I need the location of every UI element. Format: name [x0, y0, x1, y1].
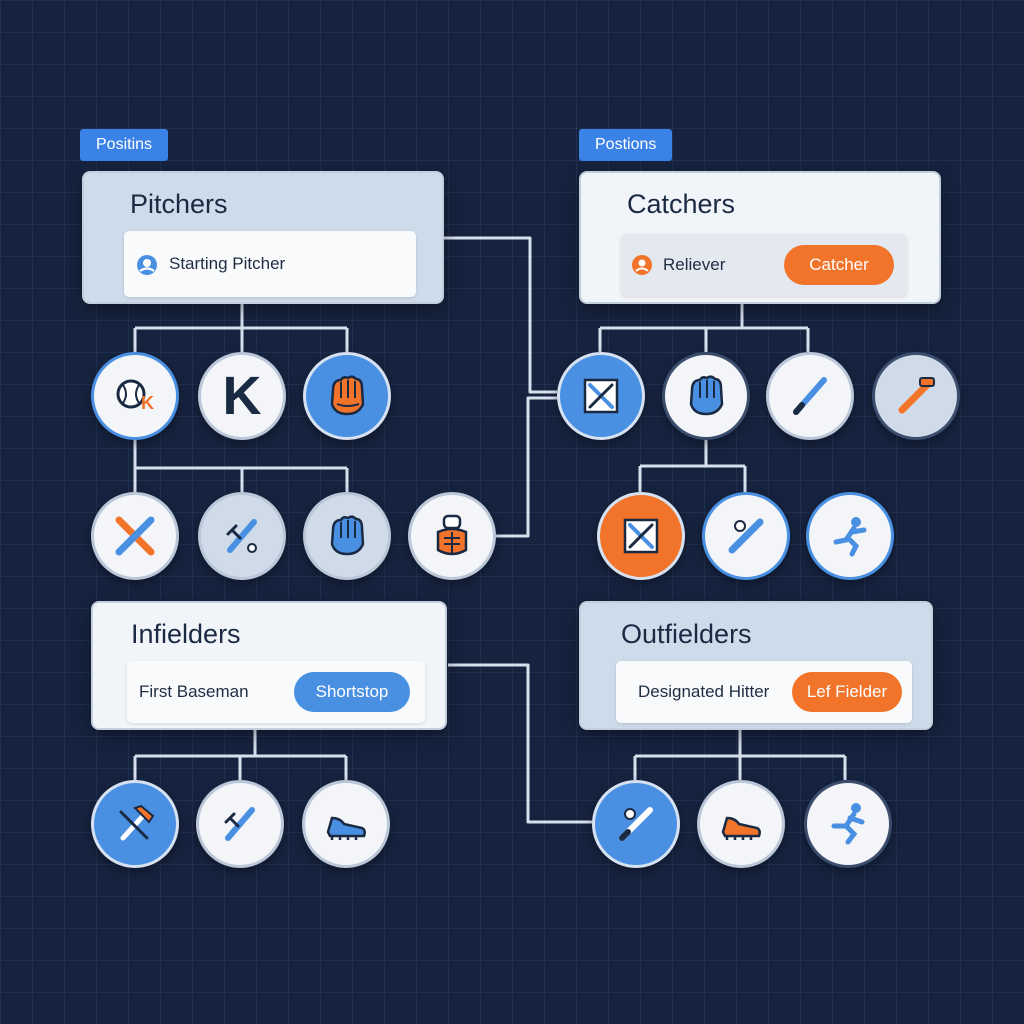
positions-tag-left[interactable]: Positins — [80, 129, 169, 161]
connector-infield-outfield-link — [448, 663, 592, 824]
catcher-gear-node[interactable] — [408, 492, 496, 580]
ball-k-letter: K — [141, 393, 154, 413]
bat-tools-icon — [226, 519, 257, 553]
outfielders-title: Outfielders — [621, 619, 752, 649]
designated-hitter-row[interactable]: Designated Hitter Lef Fielder — [616, 661, 912, 723]
glove-icon — [330, 375, 365, 416]
infield-bat-tools-node[interactable] — [196, 780, 284, 868]
catcher-bat-ball-node[interactable] — [702, 492, 790, 580]
bat-tools-icon — [224, 807, 255, 841]
catcher-button[interactable]: Catcher — [784, 245, 894, 285]
glove-icon — [330, 515, 365, 556]
shortstop-button[interactable]: Shortstop — [294, 672, 410, 712]
connector-cross-link — [444, 236, 557, 394]
crossed-bats-icon — [115, 516, 155, 556]
first-baseman-label: First Baseman — [139, 682, 249, 701]
catcher-player-node[interactable] — [806, 492, 894, 580]
infield-hammer-node[interactable] — [91, 780, 179, 868]
catcher-bat-node[interactable] — [766, 352, 854, 440]
catchers-title: Catchers — [627, 189, 736, 219]
glove-node-pitchers[interactable] — [303, 352, 391, 440]
runner-icon — [831, 803, 865, 845]
catchers-card: Catchers Reliever Catcher — [579, 171, 941, 304]
infielders-title: Infielders — [131, 619, 241, 649]
pitchers-card: Pitchers Starting Pitcher — [82, 171, 444, 304]
reliever-label: Reliever — [663, 255, 726, 274]
glove-icon — [689, 375, 724, 416]
left-fielder-button[interactable]: Lef Fielder — [792, 672, 902, 712]
outfielders-card: Outfielders Designated Hitter Lef Fielde… — [579, 601, 933, 730]
first-baseman-row[interactable]: First Baseman Shortstop — [127, 661, 425, 723]
hammer-tools-icon — [119, 804, 155, 841]
outfield-runner-node[interactable] — [804, 780, 892, 868]
connector-gear-link — [496, 396, 557, 538]
cleat-icon — [721, 816, 761, 840]
catcher-glove-node[interactable] — [662, 352, 750, 440]
bat-icon — [793, 377, 827, 415]
pitchers-title: Pitchers — [130, 189, 228, 219]
crossed-bats-icon — [583, 378, 619, 414]
catcher-crossed-bats-node[interactable] — [557, 352, 645, 440]
bat-ball-icon — [728, 518, 764, 554]
starting-pitcher-row[interactable]: Starting Pitcher — [124, 231, 416, 297]
infield-cleat-node[interactable] — [302, 780, 390, 868]
pitcher-badge-icon — [137, 255, 157, 275]
infielders-card: Infielders First Baseman Shortstop — [91, 601, 447, 730]
positions-tag-right[interactable]: Postions — [579, 129, 673, 161]
crossed-bats-node[interactable] — [91, 492, 179, 580]
bat-ball-icon — [619, 807, 653, 841]
player-icon — [833, 517, 867, 557]
catcher-bat-orange-node[interactable] — [872, 352, 960, 440]
strikeout-k-icon: K — [222, 366, 262, 426]
catcher-crossed-bats-orange-node[interactable] — [597, 492, 685, 580]
cleat-icon — [326, 816, 366, 840]
outfield-cleat-node[interactable] — [697, 780, 785, 868]
outfield-bat-ball-node[interactable] — [592, 780, 680, 868]
connector-pitchers-row2 — [133, 440, 347, 470]
starting-pitcher-label: Starting Pitcher — [169, 254, 286, 273]
bat-tools-node[interactable] — [198, 492, 286, 580]
glove-node-2[interactable] — [303, 492, 391, 580]
baseball-strikeout-node[interactable]: K — [91, 352, 179, 440]
designated-hitter-label: Designated Hitter — [638, 682, 770, 701]
bat-icon — [898, 377, 935, 414]
crossed-bats-icon — [623, 518, 659, 554]
baseball-strikeout-icon: K — [116, 379, 154, 413]
catcher-gear-icon — [436, 514, 468, 556]
reliever-badge-icon — [632, 255, 652, 275]
strikeout-node[interactable]: K — [198, 352, 286, 440]
reliever-row[interactable]: Reliever Catcher — [621, 234, 907, 296]
